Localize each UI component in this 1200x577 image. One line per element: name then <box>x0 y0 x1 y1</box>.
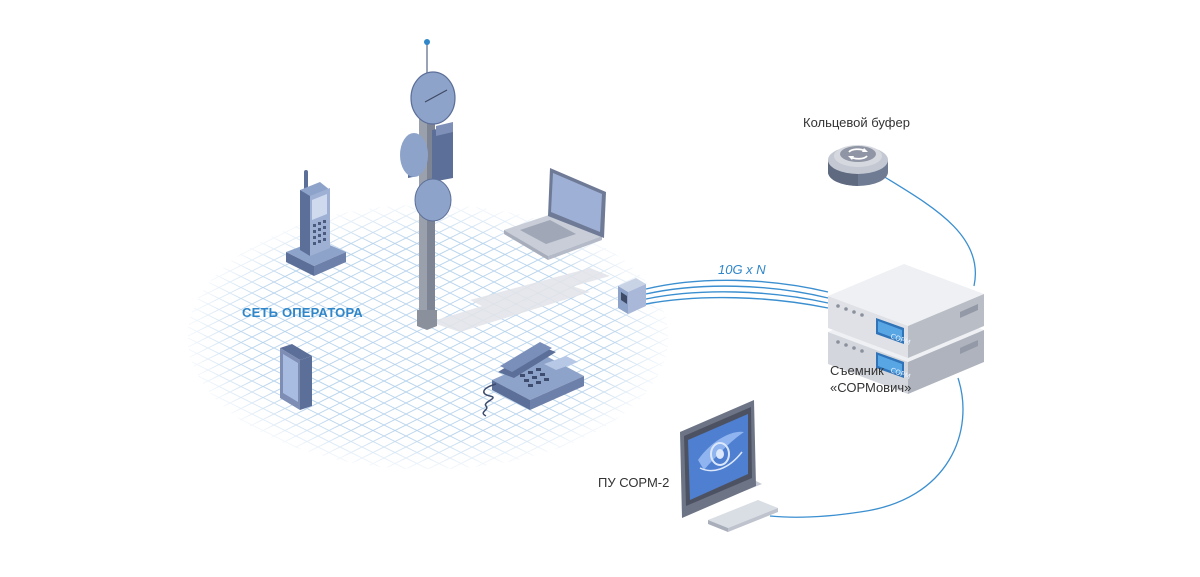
link-socket-to-server <box>645 279 829 309</box>
capture-unit-label-line1: Съемник <box>830 363 884 378</box>
capture-unit-label-line2: «СОРМович» <box>830 380 912 395</box>
eye-logo-icon <box>698 431 744 472</box>
network-socket-icon <box>618 278 646 314</box>
link-capacity-label: 10G x N <box>718 262 766 277</box>
rack-server-icon <box>828 264 984 394</box>
ring-buffer-label: Кольцевой буфер <box>803 115 910 130</box>
desk-phone-icon <box>482 342 584 417</box>
link-server-to-control-point <box>769 377 964 518</box>
laptop-icon <box>504 168 606 260</box>
cell-tower-icon <box>400 39 456 330</box>
keyboard-icon <box>708 500 778 532</box>
monitor-icon <box>680 400 762 518</box>
ring-buffer-icon <box>828 145 888 186</box>
link-buffer-to-server <box>882 175 977 287</box>
capture-unit-label: Съемник «СОРМович» <box>830 362 911 396</box>
smartphone-icon <box>280 344 312 410</box>
dect-phone-icon <box>286 170 346 276</box>
operator-network-label: СЕТЬ ОПЕРАТОРА <box>242 305 363 320</box>
ground-shadows <box>430 268 610 332</box>
control-point-label: ПУ СОРМ-2 <box>598 475 670 490</box>
